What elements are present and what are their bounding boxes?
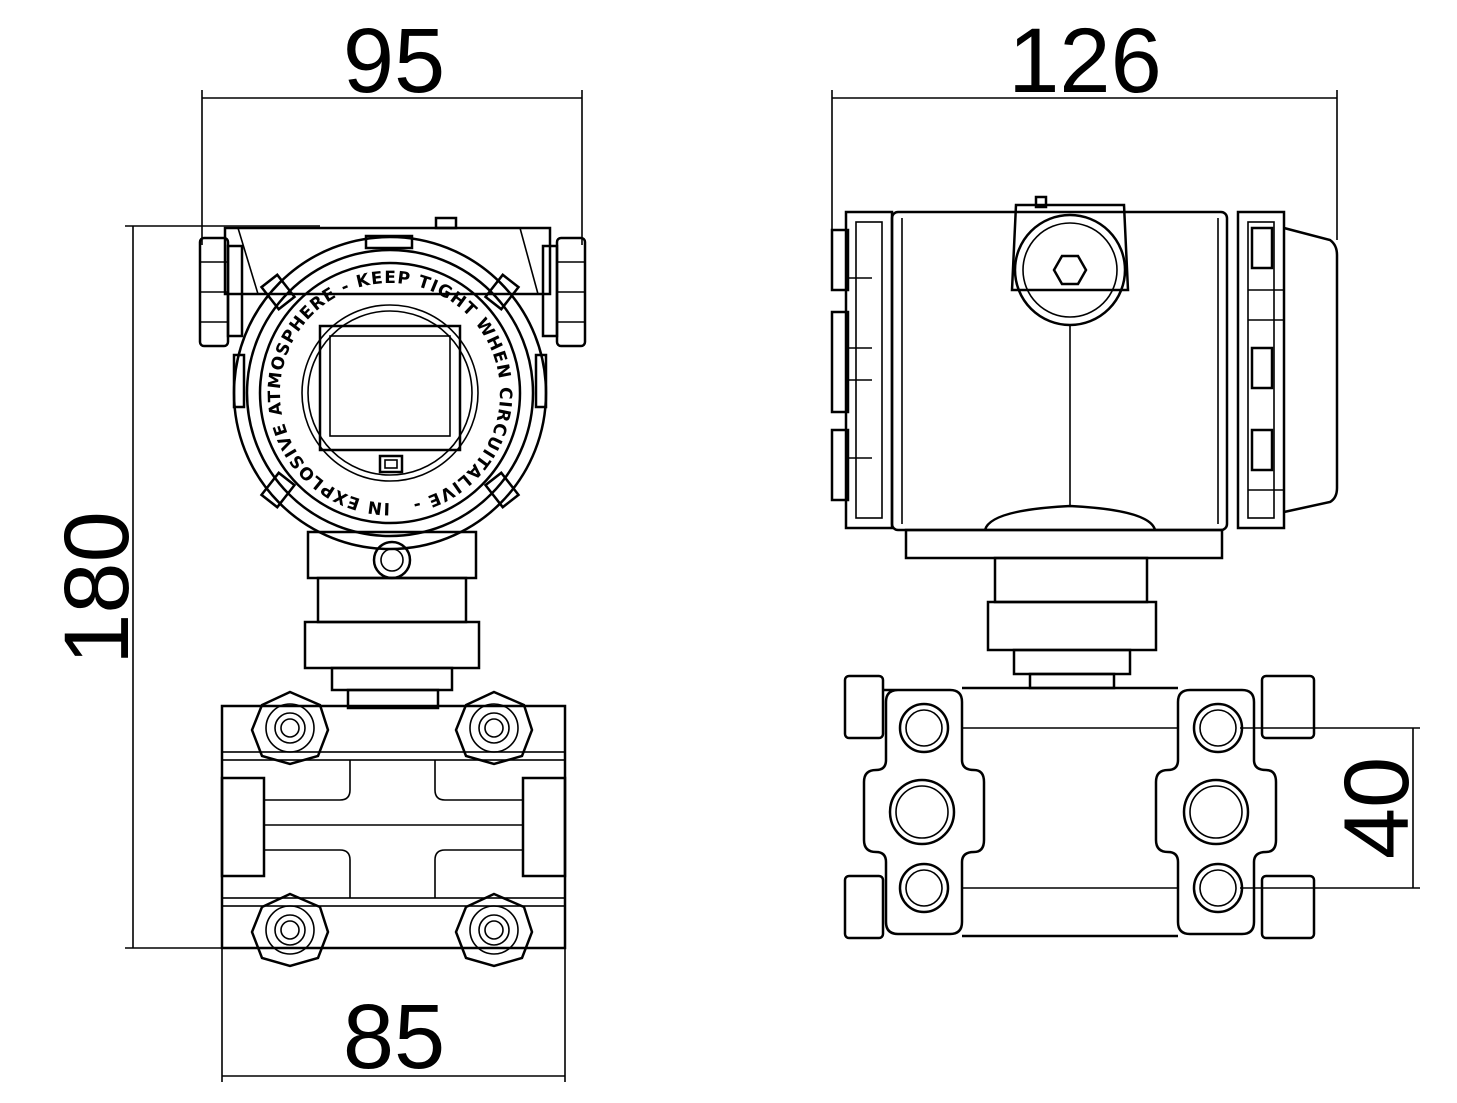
side-right-cover xyxy=(1236,210,1339,530)
dim-85-label: 85 xyxy=(343,986,445,1088)
side-body-center xyxy=(962,686,1178,938)
display-window xyxy=(318,324,462,452)
dim-180-label: 180 xyxy=(46,511,148,665)
dim-95-label: 95 xyxy=(343,10,445,112)
front-bolt-tr xyxy=(454,690,534,766)
front-housing xyxy=(223,216,552,296)
dim-180: 180 xyxy=(46,225,320,949)
side-neck xyxy=(904,528,1224,690)
side-top-boss xyxy=(1010,195,1130,327)
dim-85: 85 xyxy=(221,900,566,1088)
side-flange-left xyxy=(843,674,986,940)
front-cover: IN EXPLOSIVE ATMOSPHERE - KEEP TIGHT WHE… xyxy=(232,234,548,551)
display-button xyxy=(378,454,404,474)
dim-40-label: 40 xyxy=(1326,757,1428,859)
side-flange-right xyxy=(1154,674,1316,940)
front-view: 95 180 85 xyxy=(46,10,587,1088)
front-bolt-br xyxy=(454,892,534,968)
left-cable-gland xyxy=(198,236,244,348)
front-bolt-tl xyxy=(250,690,330,766)
side-view: 126 40 xyxy=(830,10,1428,940)
front-neck xyxy=(303,530,481,710)
right-cable-gland xyxy=(541,236,587,348)
dim-95: 95 xyxy=(201,10,583,245)
front-flange xyxy=(220,704,567,950)
dim-126: 126 xyxy=(831,10,1338,240)
dim-40: 40 xyxy=(1240,727,1428,889)
side-left-cover xyxy=(830,210,894,530)
dim-126-label: 126 xyxy=(1008,10,1162,112)
hex-socket-icon xyxy=(1052,254,1088,286)
front-bolt-bl xyxy=(250,892,330,968)
cover-lug xyxy=(372,540,412,580)
